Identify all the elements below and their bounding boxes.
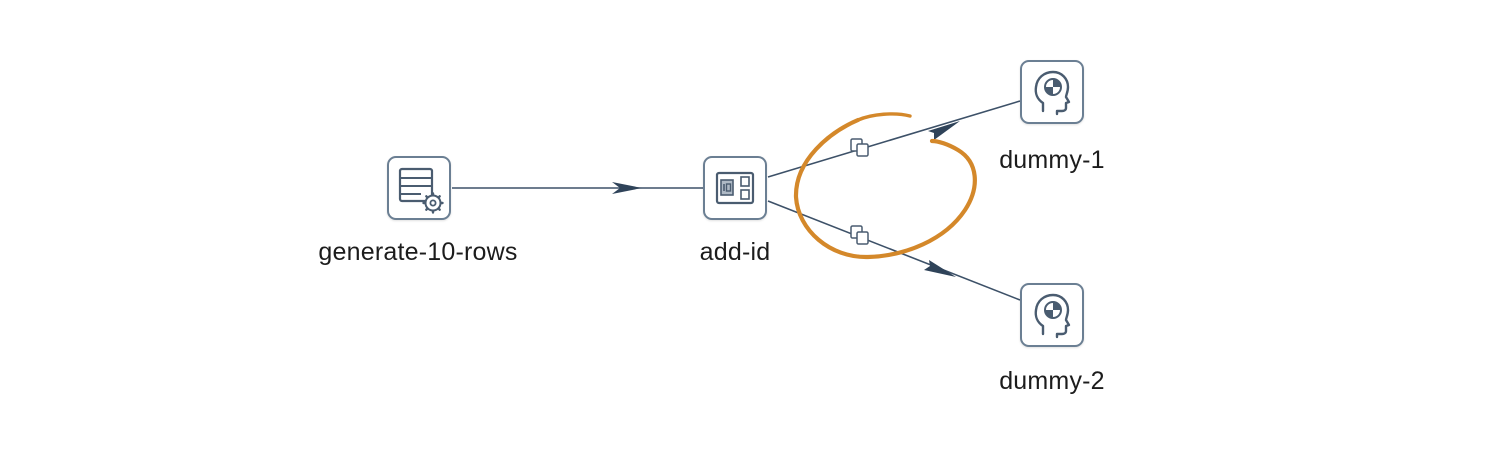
head-profile-icon: [1034, 293, 1071, 339]
data-grid-gear-icon: [398, 167, 444, 214]
node-label: dummy-2: [999, 367, 1105, 395]
hop-add-id-to-dummy-2[interactable]: [767, 200, 1021, 301]
sequence-icon: [715, 171, 755, 205]
node-label: add-id: [699, 238, 771, 266]
hop-arrowhead: [612, 182, 642, 194]
hop-generate-to-add-id[interactable]: [452, 182, 703, 194]
copy-rows-icon[interactable]: [850, 138, 869, 157]
node-dummy-2[interactable]: [1020, 283, 1084, 347]
node-generate-10-rows[interactable]: [387, 156, 451, 220]
node-add-id[interactable]: [703, 156, 767, 220]
node-label: generate-10-rows: [318, 238, 518, 266]
head-profile-icon: [1034, 70, 1071, 116]
hop-arrowhead: [928, 121, 960, 140]
hop-add-id-to-dummy-1[interactable]: [767, 100, 1021, 178]
node-label: dummy-1: [999, 146, 1105, 174]
copy-rows-icon[interactable]: [850, 225, 869, 245]
annotation-circle-stroke-end: [856, 112, 912, 122]
hop-arrowhead: [924, 260, 956, 277]
annotation-circle: [793, 117, 977, 260]
node-dummy-1[interactable]: [1020, 60, 1084, 124]
